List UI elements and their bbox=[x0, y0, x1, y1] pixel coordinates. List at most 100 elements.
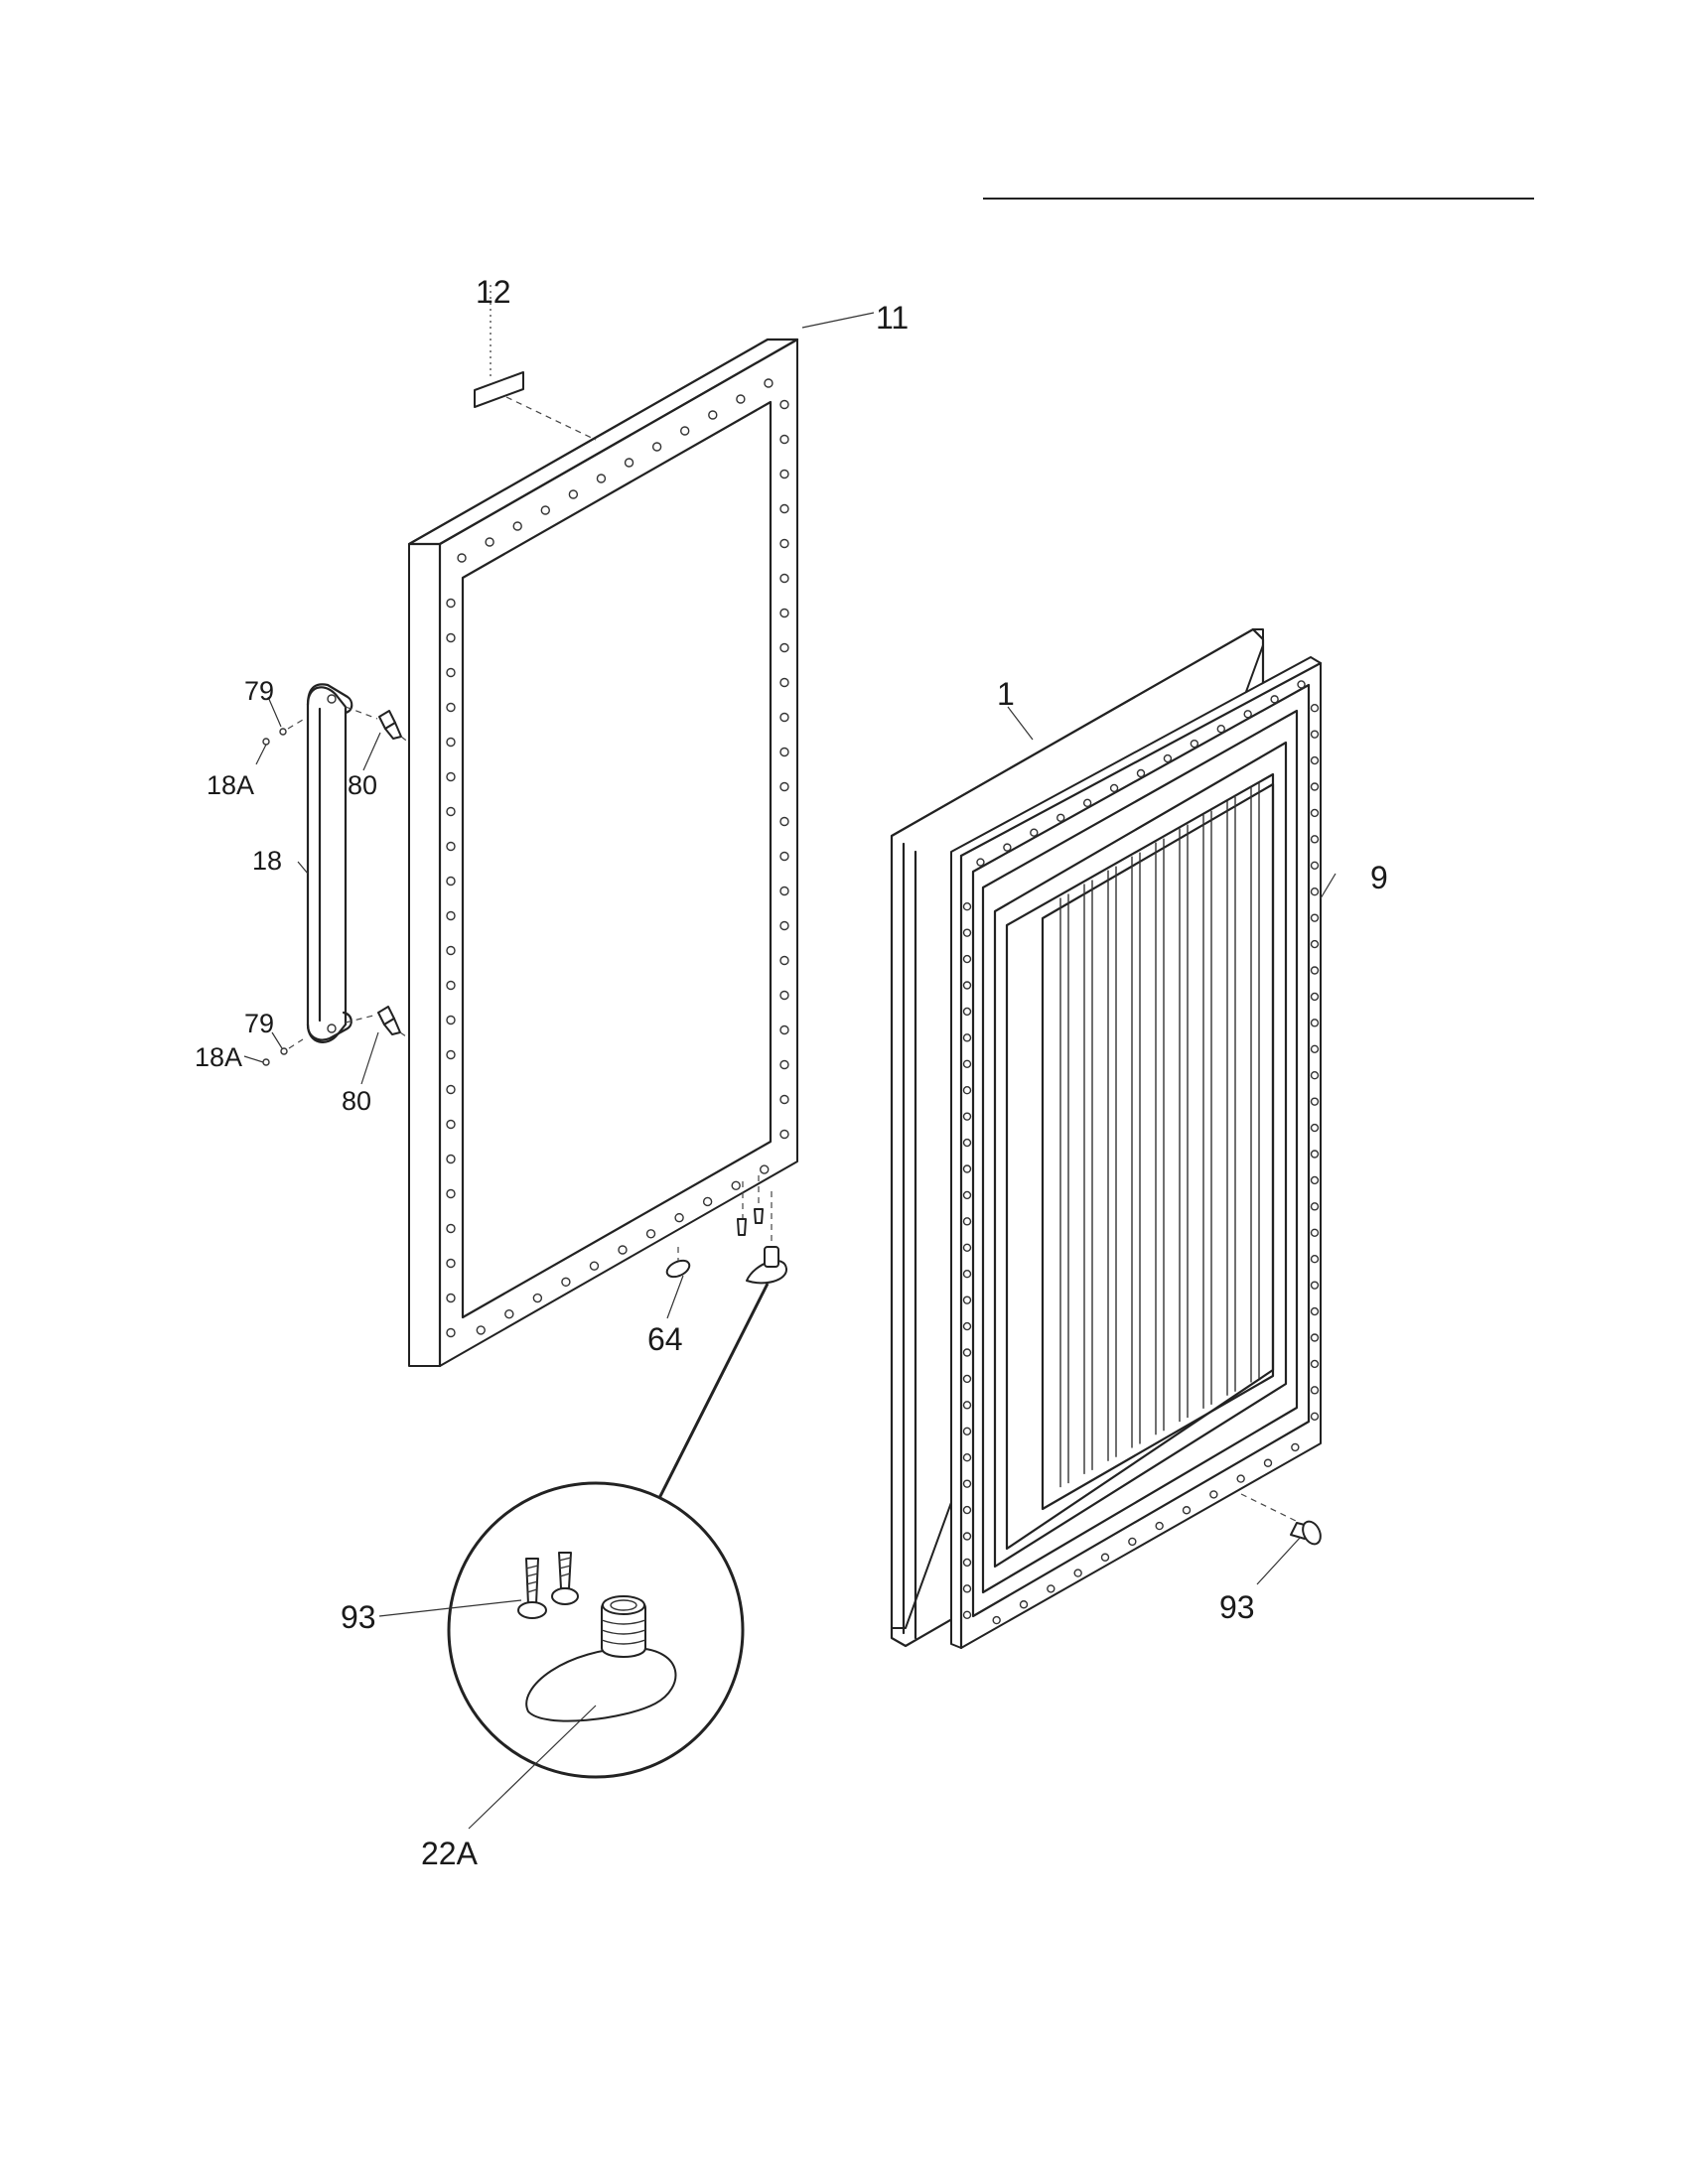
screw-hole bbox=[1310, 1228, 1320, 1237]
screw-hole bbox=[962, 1453, 972, 1462]
plug-18a-bottom bbox=[262, 1058, 270, 1066]
callout-18a-top: 18A bbox=[207, 770, 254, 800]
screw-hole bbox=[1019, 1600, 1029, 1609]
screw-hole bbox=[779, 816, 789, 827]
screw-hole bbox=[596, 474, 607, 483]
screw-hole bbox=[1310, 861, 1320, 870]
screw-hole bbox=[1310, 992, 1320, 1002]
screw-hole bbox=[1310, 1202, 1320, 1211]
screw-hole bbox=[702, 1196, 713, 1207]
screw-hole bbox=[779, 538, 789, 549]
screw-hole bbox=[446, 667, 456, 678]
small-screw-b bbox=[754, 1208, 764, 1224]
screw-hole bbox=[1128, 1537, 1137, 1547]
handle-fasteners bbox=[262, 706, 410, 1066]
screw-hole bbox=[962, 954, 972, 964]
handle-screw-bottom bbox=[377, 1006, 401, 1035]
screw-hole bbox=[779, 781, 789, 792]
screw-hole bbox=[1270, 695, 1279, 704]
callout-labels: 12 11 79 18A 80 18 79 18A 80 64 1 9 93 9… bbox=[195, 274, 1388, 1871]
screw-hole bbox=[674, 1212, 684, 1223]
screw-hole bbox=[1047, 1584, 1055, 1593]
screw-hole bbox=[1030, 828, 1039, 837]
screw-hole bbox=[962, 1243, 972, 1252]
screw-hole bbox=[962, 1296, 972, 1304]
screw-hole bbox=[962, 1033, 972, 1042]
screw-hole bbox=[1310, 887, 1320, 896]
screw-hole bbox=[736, 394, 746, 404]
detail-leader-line bbox=[648, 1283, 770, 1517]
screw-hole bbox=[1310, 1386, 1320, 1395]
small-screw-a bbox=[737, 1218, 747, 1236]
screw-hole bbox=[446, 1327, 456, 1338]
screw-hole bbox=[1190, 739, 1199, 749]
screw-hole bbox=[962, 1479, 972, 1488]
screw-hole bbox=[1236, 1474, 1245, 1483]
screw-hole bbox=[446, 910, 456, 921]
screw-hole bbox=[1003, 843, 1012, 852]
detail-hinge-bushing bbox=[525, 1595, 677, 1722]
callout-1: 1 bbox=[997, 676, 1015, 712]
screw-hole bbox=[962, 1270, 972, 1279]
screw-hole bbox=[1310, 1150, 1320, 1159]
screw-hole bbox=[1109, 783, 1119, 793]
callout-93-detail: 93 bbox=[341, 1599, 376, 1635]
screw-hole bbox=[1073, 1569, 1082, 1577]
screw-hole bbox=[1310, 966, 1320, 975]
callout-22a: 22A bbox=[421, 1836, 479, 1871]
screw-hole bbox=[446, 632, 456, 643]
screw-hole bbox=[779, 677, 789, 688]
label-part-12 bbox=[474, 285, 597, 441]
screw-hole bbox=[1310, 1019, 1320, 1027]
screw-hole bbox=[1310, 730, 1320, 739]
screw-hole bbox=[446, 1084, 456, 1095]
callout-12: 12 bbox=[476, 274, 511, 310]
door-handle bbox=[306, 683, 353, 1043]
callout-80-top: 80 bbox=[348, 770, 377, 800]
screw-hole bbox=[1263, 1458, 1273, 1467]
screw-hole bbox=[680, 426, 690, 436]
screw-hole bbox=[446, 1154, 456, 1164]
screw-hole bbox=[962, 1190, 972, 1200]
detail-screw-left bbox=[517, 1558, 547, 1619]
screw-hole bbox=[1310, 1281, 1320, 1290]
plug-18a-top bbox=[262, 738, 270, 746]
screw-hole bbox=[1056, 813, 1065, 822]
screw-hole bbox=[446, 876, 456, 887]
screw-hole bbox=[1082, 798, 1092, 808]
callout-79-bottom: 79 bbox=[244, 1009, 274, 1038]
screw-hole bbox=[485, 537, 494, 547]
screw-hole bbox=[708, 410, 718, 420]
panel-bottom-hardware bbox=[665, 1175, 787, 1285]
screw-hole bbox=[779, 642, 789, 653]
screw-hole bbox=[446, 1293, 456, 1303]
liner-ribs bbox=[1059, 782, 1260, 1488]
screw-hole bbox=[779, 1129, 789, 1140]
screw-hole bbox=[962, 1427, 972, 1435]
screw-hole bbox=[962, 928, 972, 937]
inner-panel-ribs bbox=[993, 741, 1288, 1569]
screw-hole bbox=[779, 990, 789, 1001]
screw-hole bbox=[476, 1325, 486, 1335]
screw-hole bbox=[618, 1245, 628, 1255]
screw-hole bbox=[532, 1293, 543, 1303]
screw-hole bbox=[568, 489, 579, 499]
screw-hole bbox=[1310, 1175, 1320, 1185]
screw-hole bbox=[779, 399, 789, 410]
screw-hole bbox=[1310, 782, 1320, 791]
screw-hole bbox=[779, 469, 789, 479]
screw-hole bbox=[1310, 939, 1320, 949]
screw-hole bbox=[1100, 1553, 1110, 1562]
screw-hole bbox=[1216, 725, 1225, 734]
screw-hole bbox=[1310, 1333, 1320, 1342]
screw-hole bbox=[779, 503, 789, 514]
screw-hole bbox=[962, 1112, 972, 1121]
screw-hole bbox=[1209, 1490, 1218, 1499]
screw-hole bbox=[962, 1584, 972, 1593]
screw-hole bbox=[962, 1321, 972, 1331]
screw-hole bbox=[1243, 710, 1252, 719]
screw-hole bbox=[446, 702, 456, 713]
screw-hole bbox=[1310, 755, 1320, 765]
screw-hole bbox=[962, 1610, 972, 1619]
